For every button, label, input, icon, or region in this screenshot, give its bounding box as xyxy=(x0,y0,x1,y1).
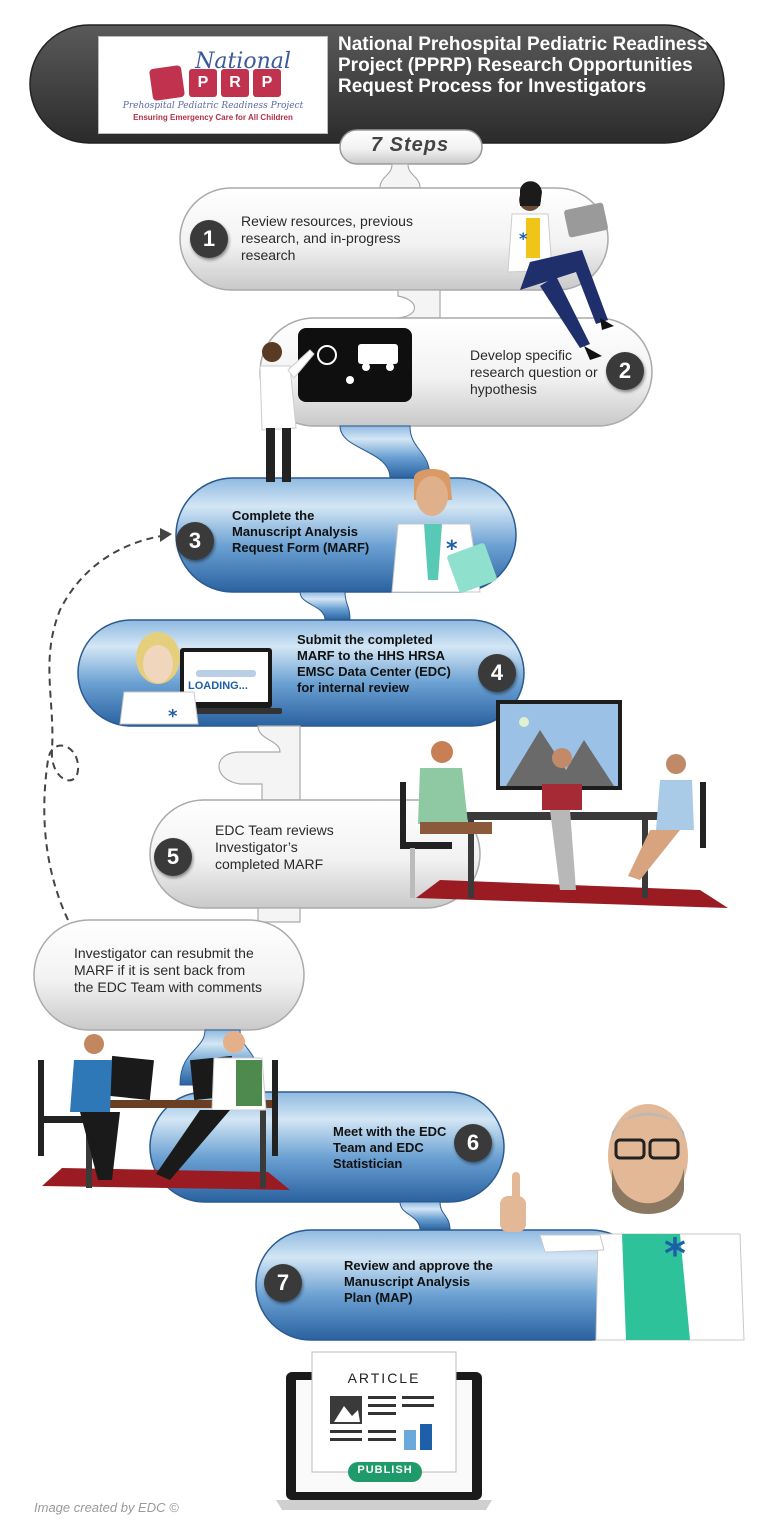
bearded-doctor-illustration: * xyxy=(500,1104,745,1341)
man-board-illustration xyxy=(259,328,412,482)
step-5-text: EDC Team reviews Investigator’s complete… xyxy=(215,822,334,872)
resubmit-arrow xyxy=(43,534,169,921)
meeting-illustration xyxy=(400,700,728,908)
svg-text:*: * xyxy=(664,1229,686,1278)
resubmit-pill xyxy=(33,919,305,1031)
step-6-number: 6 xyxy=(454,1124,492,1162)
svg-text:*: * xyxy=(168,706,178,727)
image-credit: Image created by EDC © xyxy=(34,1500,179,1515)
step-1-text: Review resources, previous research, and… xyxy=(241,213,413,263)
step-5-number: 5 xyxy=(154,838,192,876)
woman-laptop-illustration: * xyxy=(507,181,614,360)
step-4-text: Submit the completed MARF to the HHS HRS… xyxy=(297,632,451,695)
article-title: ARTICLE xyxy=(347,1370,421,1386)
steps-tab xyxy=(339,129,483,165)
logo-letter-r: R xyxy=(221,69,249,97)
page-title: National Prehospital Pediatric Readiness… xyxy=(338,34,708,97)
step-6-text: Meet with the EDC Team and EDC Statistic… xyxy=(333,1124,447,1171)
logo-letter-p2: P xyxy=(253,69,281,97)
step-4-number: 4 xyxy=(478,654,516,692)
headset-team-illustration xyxy=(38,1031,290,1190)
step-3-number: 3 xyxy=(176,522,214,560)
logo-subtitle: Prehospital Pediatric Readiness Project xyxy=(122,101,304,111)
publish-label: PUBLISH xyxy=(357,1464,413,1476)
svg-text:*: * xyxy=(519,229,528,248)
step-7-text: Review and approve the Manuscript Analys… xyxy=(344,1258,493,1305)
woman-computer-illustration: * xyxy=(119,632,282,727)
steps-label: 7 Steps xyxy=(370,134,450,156)
step-1-pill xyxy=(179,187,609,291)
resubmit-note: Investigator can resubmit the MARF if it… xyxy=(74,945,263,995)
loading-text: LOADING... xyxy=(188,680,248,692)
logo-tagline: Ensuring Emergency Care for All Children xyxy=(133,113,293,122)
doctor-clipboard-illustration: * xyxy=(391,469,497,593)
logo-star-of-life-icon xyxy=(148,64,186,102)
step-5-pill xyxy=(149,799,481,909)
article-laptop-illustration xyxy=(276,1351,492,1510)
step-2-number: 2 xyxy=(606,352,644,390)
step-3-text: Complete the Manuscript Analysis Request… xyxy=(232,508,370,555)
step-1-number: 1 xyxy=(190,220,228,258)
step-2-text: Develop specific research question or hy… xyxy=(470,347,598,397)
logo-letter-p1: P xyxy=(189,69,217,97)
step-7-number: 7 xyxy=(264,1264,302,1302)
